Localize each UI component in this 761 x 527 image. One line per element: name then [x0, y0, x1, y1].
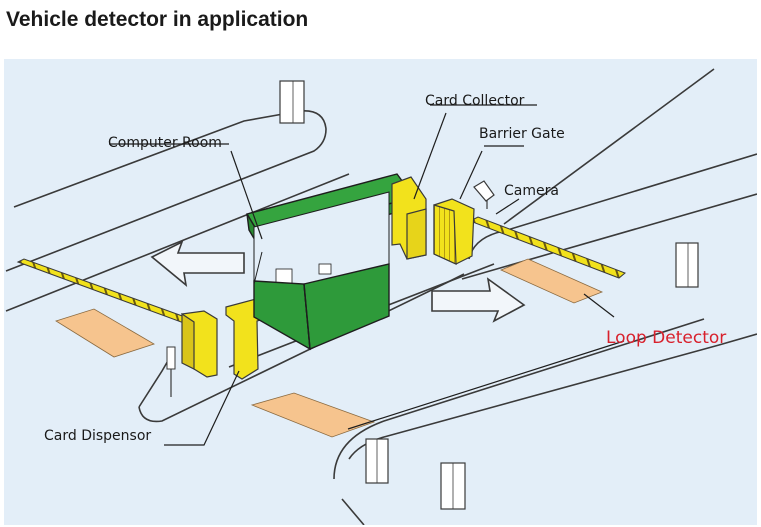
page-title: Vehicle detector in application — [6, 8, 309, 31]
label-computer-room: Computer Room — [108, 135, 222, 151]
loop-pad-exit — [250, 392, 376, 438]
exit-barrier-gate — [433, 198, 626, 279]
loop-pad-entry-right — [499, 258, 604, 304]
bollard-right — [675, 242, 699, 288]
label-barrier-gate: Barrier Gate — [479, 126, 565, 142]
direction-arrows — [150, 240, 526, 323]
loop-pad-entry-left — [55, 308, 155, 358]
label-card-dispenser: Card Dispensor — [44, 428, 151, 444]
bollard-bottom-right — [440, 462, 466, 510]
arrow-right — [431, 277, 526, 323]
label-camera: Camera — [504, 183, 559, 199]
camera-unit — [473, 180, 495, 209]
loop-detector-pads — [55, 258, 604, 438]
parking-system-diagram: Computer Room Card Collector Barrier Gat… — [4, 59, 757, 525]
callout-leader-lines — [109, 104, 625, 446]
arrow-left — [150, 240, 245, 287]
bollard-bottom-left — [365, 438, 389, 484]
bollards — [279, 80, 699, 510]
computer-room-booth — [245, 173, 416, 351]
entry-card-reader-post — [166, 346, 176, 397]
bollard-top — [279, 80, 305, 124]
entry-barrier-gate — [16, 258, 218, 378]
label-loop-detector: Loop Detector — [606, 328, 726, 348]
label-card-collector: Card Collector — [425, 93, 525, 109]
card-collector-unit — [391, 176, 427, 260]
